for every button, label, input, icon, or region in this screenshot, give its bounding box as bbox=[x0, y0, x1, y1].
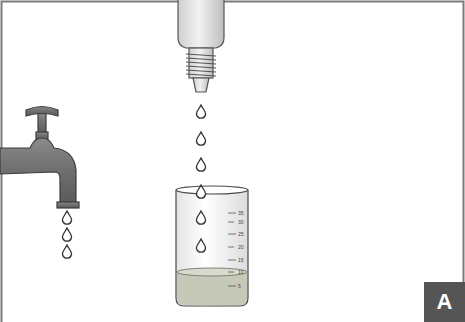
water-drop bbox=[196, 158, 205, 171]
bottle-thread bbox=[186, 58, 216, 60]
faucet-body bbox=[0, 138, 76, 204]
bottle-thread bbox=[186, 54, 216, 56]
scale-tick bbox=[228, 234, 236, 235]
scale-tick bbox=[228, 247, 234, 248]
panel-letter-box: A bbox=[424, 282, 465, 322]
bottle-nozzle bbox=[193, 78, 209, 92]
water-drop bbox=[62, 211, 71, 224]
scale-number: 15 bbox=[238, 258, 244, 263]
bottle-thread bbox=[186, 66, 216, 68]
scale-tick bbox=[228, 260, 236, 261]
bottle-thread bbox=[186, 62, 216, 64]
panel-letter: A bbox=[437, 289, 453, 315]
water-drop bbox=[196, 239, 205, 252]
faucet-outlet bbox=[57, 202, 79, 208]
scale-number: 20 bbox=[238, 245, 244, 250]
scale-tick bbox=[228, 272, 234, 273]
scale-number: 30 bbox=[238, 220, 244, 225]
scale-number: 5 bbox=[238, 284, 241, 289]
scale-tick bbox=[228, 213, 236, 214]
graduated-cylinder bbox=[176, 186, 248, 306]
bottle-thread bbox=[186, 70, 216, 72]
cylinder-wall bbox=[176, 190, 248, 306]
water-drop bbox=[62, 228, 71, 241]
liquid bbox=[177, 268, 247, 305]
faucet-handle bbox=[26, 107, 58, 117]
bottle-thread bbox=[186, 74, 216, 76]
bottle-body bbox=[178, 0, 224, 48]
water-drop bbox=[196, 211, 205, 224]
liquid-surface bbox=[177, 268, 247, 276]
scale-tick bbox=[228, 286, 236, 287]
scale-number: 35 bbox=[238, 211, 244, 216]
dropper-bottle bbox=[178, 0, 224, 92]
scale-number: 25 bbox=[238, 232, 244, 237]
scale-tick bbox=[228, 222, 234, 223]
water-drop bbox=[62, 245, 71, 258]
faucet bbox=[0, 107, 79, 209]
water-drop bbox=[196, 132, 205, 145]
water-drop bbox=[196, 185, 205, 198]
scale-number: 10 bbox=[238, 270, 244, 275]
cylinder-rim bbox=[176, 186, 248, 194]
water-drop bbox=[196, 105, 205, 118]
